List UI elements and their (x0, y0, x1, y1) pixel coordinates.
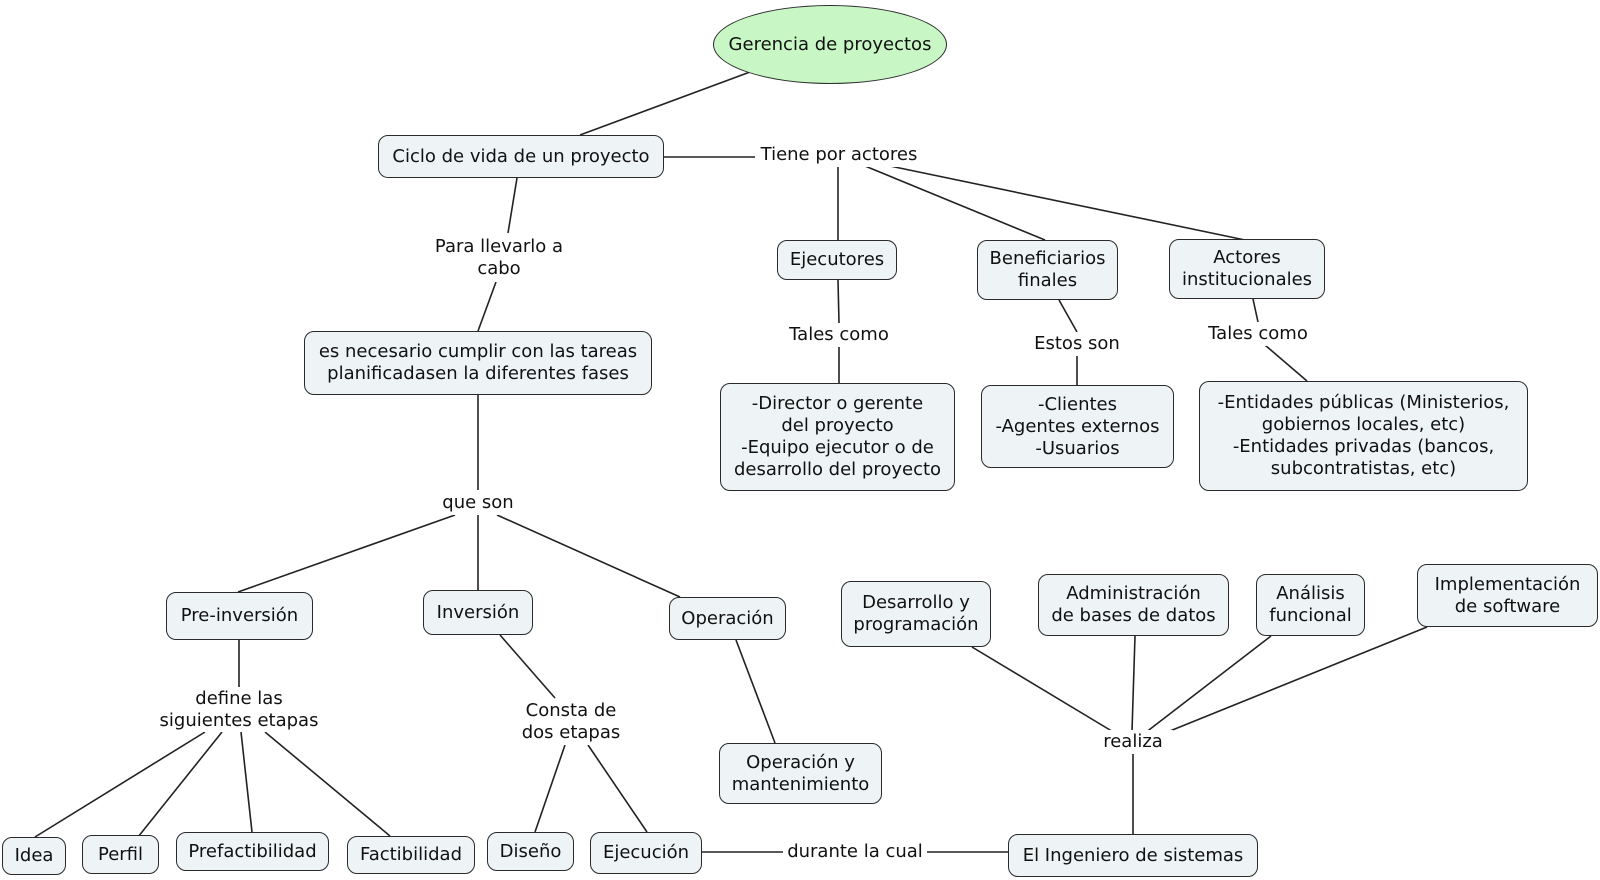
root-concept-gerencia: Gerencia de proyectos (713, 5, 947, 84)
concept-perfil: Perfil (82, 835, 159, 874)
link-tales-como-2: Tales como (1200, 322, 1316, 346)
edge-actores-tales2 (1252, 298, 1259, 323)
concept-implementacion: Implementación de software (1417, 564, 1598, 627)
concept-prefactibilidad: Prefactibilidad (176, 832, 329, 871)
concept-factibilidad: Factibilidad (347, 836, 475, 874)
edge-consta-ejec (587, 744, 648, 833)
concept-clientes: -Clientes -Agentes externos -Usuarios (981, 385, 1174, 468)
link-tales-como-1: Tales como (781, 323, 897, 347)
concept-beneficiarios: Beneficiarios finales (977, 240, 1118, 300)
edge-benef-estos (1058, 299, 1078, 333)
concept-idea: Idea (2, 837, 66, 875)
link-para-llevarlo: Para llevarlo a cabo (430, 234, 568, 282)
concept-operacion-mantenimiento: Operación y mantenimiento (719, 743, 882, 804)
edge-define-prefac (240, 731, 253, 833)
concept-ejecucion: Ejecución (590, 832, 702, 874)
concept-inversion: Inversión (423, 590, 533, 635)
edge-op-opman (735, 639, 776, 744)
edge-realiza-admin (1131, 635, 1136, 732)
concept-pre-inversion: Pre-inversión (166, 592, 313, 640)
edge-define-fact (264, 731, 391, 837)
concept-tareas: es necesario cumplir con las tareas plan… (304, 331, 652, 395)
edge-define-perfil (137, 731, 223, 838)
concept-actores-institucionales: Actores institucionales (1169, 239, 1325, 299)
edge-tiene-actores (889, 165, 1246, 241)
link-tiene-por-actores: Tiene por actores (755, 143, 923, 167)
concept-ejecutores: Ejecutores (777, 240, 897, 280)
edge-realiza-analisis (1144, 635, 1272, 734)
link-define-etapas: define las siguientes etapas (154, 687, 324, 732)
edge-ejecutores-tales1 (837, 279, 840, 324)
edge-root-ciclo (579, 71, 751, 136)
concept-operacion: Operación (669, 597, 786, 640)
edge-tiene-benef (864, 165, 1046, 241)
concept-administracion-bd: Administración de bases de datos (1038, 574, 1229, 636)
concept-entidades: -Entidades públicas (Ministerios, gobier… (1199, 381, 1528, 491)
edge-realiza-desarrollo (971, 646, 1116, 734)
edge-queson-pre (237, 514, 456, 593)
concept-analisis-funcional: Análisis funcional (1256, 574, 1365, 636)
edge-inv-consta (499, 634, 556, 699)
edge-realiza-impl (1159, 626, 1428, 736)
edge-consta-diseno (534, 744, 566, 833)
concept-diseno: Diseño (487, 832, 574, 871)
link-consta-etapas: Consta de dos etapas (518, 699, 624, 745)
edge-tales2-entidades (1264, 344, 1308, 382)
concept-desarrollo-programacion: Desarrollo y programación (841, 581, 991, 647)
edge-define-idea (34, 731, 206, 838)
link-que-son: que son (435, 491, 521, 515)
edge-queson-op (496, 514, 681, 598)
concept-director: -Director o gerente del proyecto -Equipo… (720, 383, 955, 491)
edge-ciclo-para (507, 177, 518, 234)
edge-para-tareas (477, 281, 497, 332)
concept-ciclo-de-vida: Ciclo de vida de un proyecto (378, 135, 664, 178)
link-realiza: realiza (1093, 730, 1173, 754)
concept-ingeniero-sistemas: El Ingeniero de sistemas (1008, 834, 1258, 877)
link-durante-la-cual: durante la cual (783, 840, 927, 864)
link-estos-son: Estos son (1028, 332, 1126, 356)
